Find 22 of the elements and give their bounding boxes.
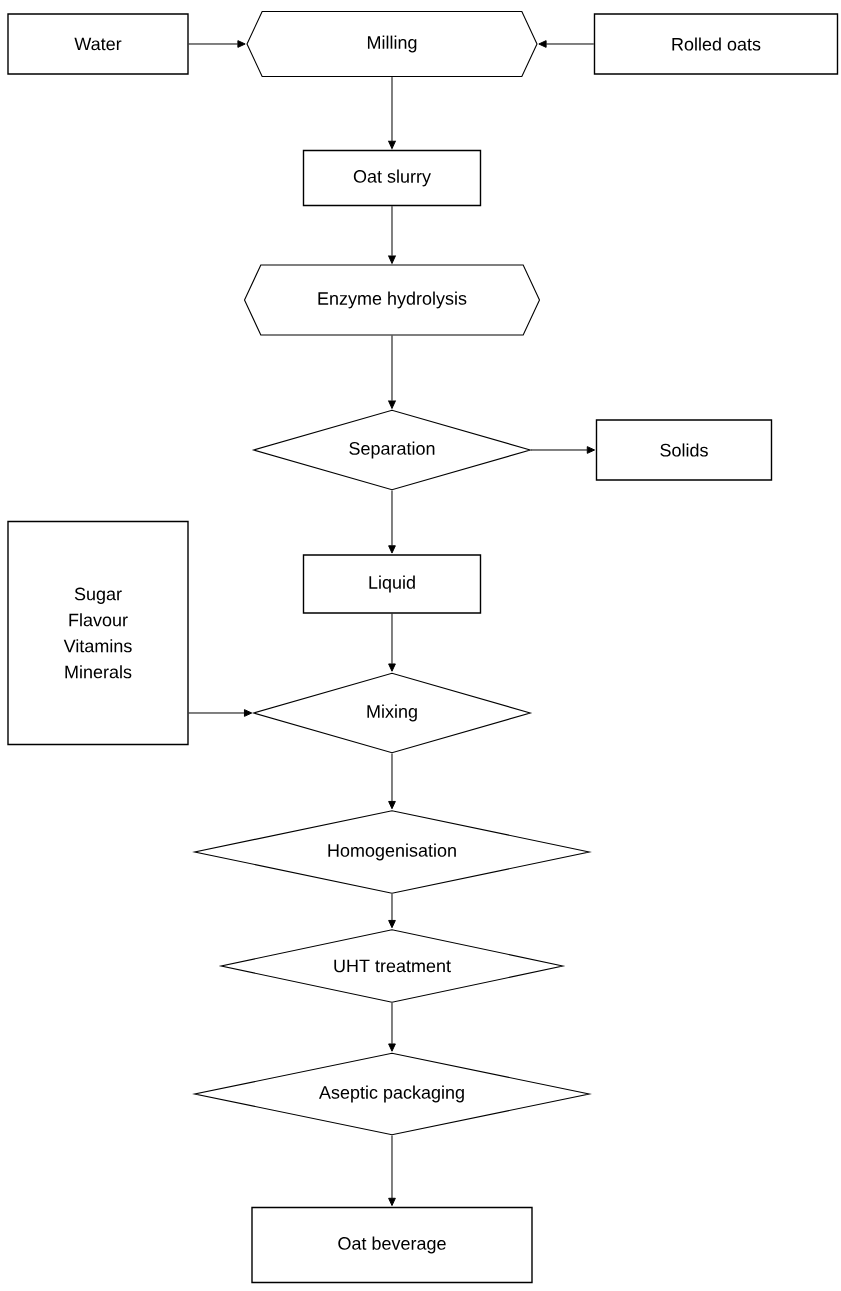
arrow bbox=[530, 446, 596, 454]
arrow bbox=[388, 893, 396, 929]
arrow bbox=[188, 40, 246, 48]
arrow bbox=[538, 40, 595, 48]
process-box: Sugar Flavour Vitamins Minerals bbox=[7, 520, 189, 746]
arrow bbox=[388, 205, 396, 264]
arrow bbox=[388, 753, 396, 810]
process-hexagon: Milling bbox=[246, 10, 538, 78]
arrow bbox=[388, 1002, 396, 1052]
arrow bbox=[388, 490, 396, 554]
process-box: Liquid bbox=[302, 554, 482, 614]
process-box: Water bbox=[7, 13, 189, 75]
arrow bbox=[388, 1135, 396, 1207]
arrow bbox=[188, 709, 253, 717]
process-box: Rolled oats bbox=[593, 13, 839, 75]
process-box: Oat beverage bbox=[251, 1206, 533, 1284]
arrow bbox=[388, 335, 396, 409]
process-box: Solids bbox=[595, 419, 773, 481]
arrow bbox=[388, 613, 396, 672]
process-box: Oat slurry bbox=[302, 149, 482, 207]
process-hexagon: Enzyme hydrolysis bbox=[243, 264, 541, 336]
arrow bbox=[388, 76, 396, 150]
